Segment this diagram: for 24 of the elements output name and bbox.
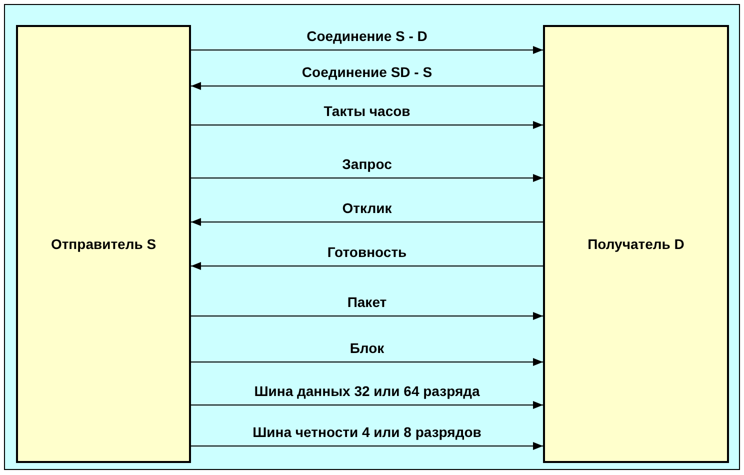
edge-label: Соединение SD - S	[302, 64, 432, 80]
arrow	[190, 82, 544, 90]
arrow	[190, 262, 544, 270]
edge-label: Пакет	[347, 294, 387, 310]
node-label: Отправитель S	[50, 235, 156, 254]
edge-label: Блок	[350, 340, 384, 356]
edge-label: Такты часов	[324, 103, 410, 119]
arrow	[190, 121, 544, 129]
edge-label: Соединение S - D	[306, 28, 428, 44]
arrow	[190, 442, 544, 450]
node-label: Получатель D	[588, 235, 684, 254]
edge-label: Запрос	[342, 156, 392, 172]
arrow	[190, 312, 544, 320]
edge-label: Шина данных 32 или 64 разряда	[254, 383, 480, 399]
arrow	[190, 46, 544, 54]
process-box	[16, 25, 191, 463]
arrow	[190, 358, 544, 366]
process-box	[543, 25, 729, 463]
edge-label: Готовность	[327, 244, 407, 260]
arrow	[190, 218, 544, 226]
edge-label: Отклик	[342, 200, 392, 216]
arrow	[190, 401, 544, 409]
edge-label: Шина четности 4 или 8 разрядов	[252, 424, 482, 440]
arrow	[190, 174, 544, 182]
